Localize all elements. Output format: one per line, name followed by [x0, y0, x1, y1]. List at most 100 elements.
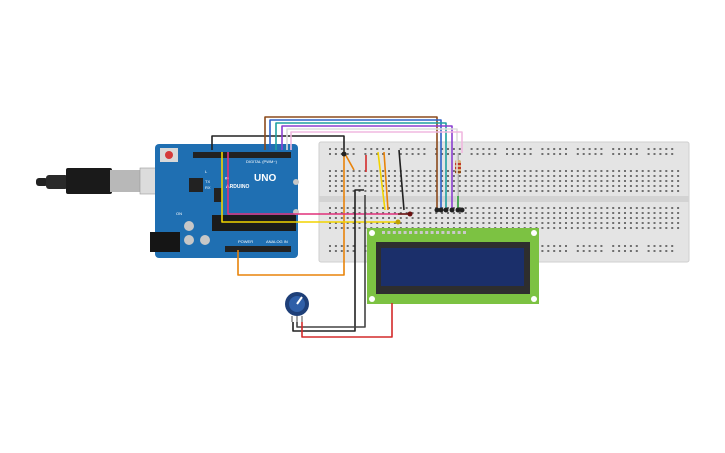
breadboard-hole[interactable] — [346, 148, 349, 150]
breadboard-hole[interactable] — [517, 222, 520, 224]
breadboard-hole[interactable] — [629, 245, 632, 247]
breadboard-hole[interactable] — [382, 148, 385, 150]
breadboard-hole[interactable] — [594, 153, 597, 155]
breadboard-hole[interactable] — [600, 170, 603, 172]
breadboard-hole[interactable] — [647, 217, 650, 219]
breadboard-hole[interactable] — [606, 190, 609, 192]
breadboard-hole[interactable] — [346, 245, 349, 247]
breadboard-hole[interactable] — [523, 175, 526, 177]
breadboard-hole[interactable] — [470, 207, 473, 209]
breadboard-hole[interactable] — [423, 185, 426, 187]
breadboard-hole[interactable] — [541, 227, 544, 229]
breadboard-hole[interactable] — [393, 180, 396, 182]
breadboard-hole[interactable] — [523, 207, 526, 209]
lcd-16x2-module[interactable] — [367, 228, 539, 304]
breadboard-hole[interactable] — [653, 175, 656, 177]
breadboard-hole[interactable] — [429, 222, 432, 224]
breadboard-hole[interactable] — [659, 153, 662, 155]
breadboard-hole[interactable] — [452, 185, 455, 187]
breadboard-hole[interactable] — [594, 245, 597, 247]
breadboard-hole[interactable] — [629, 180, 632, 182]
breadboard-hole[interactable] — [358, 185, 361, 187]
breadboard-hole[interactable] — [618, 190, 621, 192]
breadboard-hole[interactable] — [447, 153, 449, 155]
breadboard-hole[interactable] — [635, 212, 638, 214]
breadboard-hole[interactable] — [659, 185, 662, 187]
breadboard-hole[interactable] — [659, 222, 662, 224]
breadboard-hole[interactable] — [382, 153, 385, 155]
breadboard-hole[interactable] — [393, 222, 396, 224]
breadboard-hole[interactable] — [494, 190, 497, 192]
breadboard-hole[interactable] — [411, 185, 414, 187]
breadboard-hole[interactable] — [470, 222, 473, 224]
breadboard-hole[interactable] — [405, 222, 408, 224]
breadboard-hole[interactable] — [376, 212, 379, 214]
breadboard-hole[interactable] — [547, 185, 550, 187]
breadboard-hole[interactable] — [606, 170, 609, 172]
breadboard-hole[interactable] — [334, 148, 337, 150]
breadboard-hole[interactable] — [570, 207, 573, 209]
breadboard-hole[interactable] — [334, 190, 337, 192]
breadboard-hole[interactable] — [635, 245, 638, 247]
breadboard-hole[interactable] — [629, 148, 632, 150]
breadboard-hole[interactable] — [334, 170, 337, 172]
breadboard-hole[interactable] — [464, 180, 467, 182]
breadboard-hole[interactable] — [565, 170, 567, 172]
breadboard-hole[interactable] — [441, 175, 444, 177]
breadboard-hole[interactable] — [393, 212, 396, 214]
breadboard-hole[interactable] — [517, 190, 520, 192]
breadboard-hole[interactable] — [665, 245, 668, 247]
breadboard-hole[interactable] — [458, 148, 461, 150]
breadboard-hole[interactable] — [629, 175, 632, 177]
breadboard-hole[interactable] — [494, 148, 497, 150]
breadboard-hole[interactable] — [559, 170, 562, 172]
breadboard-hole[interactable] — [653, 222, 656, 224]
breadboard-hole[interactable] — [441, 217, 444, 219]
breadboard-hole[interactable] — [665, 185, 668, 187]
breadboard-hole[interactable] — [576, 190, 579, 192]
breadboard-hole[interactable] — [470, 148, 473, 150]
breadboard-hole[interactable] — [659, 207, 662, 209]
breadboard-hole[interactable] — [659, 180, 662, 182]
breadboard-hole[interactable] — [653, 217, 656, 219]
breadboard-hole[interactable] — [423, 212, 426, 214]
breadboard-hole[interactable] — [329, 250, 331, 252]
breadboard-hole[interactable] — [665, 175, 668, 177]
breadboard-hole[interactable] — [517, 180, 520, 182]
breadboard-hole[interactable] — [405, 170, 408, 172]
breadboard-hole[interactable] — [506, 212, 508, 214]
breadboard-hole[interactable] — [594, 190, 597, 192]
breadboard-hole[interactable] — [641, 212, 644, 214]
breadboard-hole[interactable] — [358, 212, 361, 214]
breadboard-hole[interactable] — [588, 185, 591, 187]
breadboard-hole[interactable] — [647, 148, 650, 150]
breadboard-hole[interactable] — [429, 180, 432, 182]
breadboard-hole[interactable] — [659, 250, 662, 252]
breadboard-hole[interactable] — [618, 245, 621, 247]
breadboard-hole[interactable] — [423, 175, 426, 177]
breadboard-hole[interactable] — [635, 148, 638, 150]
breadboard-hole[interactable] — [370, 175, 373, 177]
breadboard-hole[interactable] — [417, 148, 420, 150]
breadboard-hole[interactable] — [547, 153, 550, 155]
breadboard-hole[interactable] — [541, 222, 544, 224]
breadboard-hole[interactable] — [565, 190, 567, 192]
breadboard-hole[interactable] — [447, 185, 449, 187]
breadboard-hole[interactable] — [671, 217, 674, 219]
breadboard-hole[interactable] — [340, 185, 343, 187]
breadboard-hole[interactable] — [352, 148, 355, 150]
breadboard-hole[interactable] — [582, 250, 585, 252]
breadboard-hole[interactable] — [340, 227, 343, 229]
breadboard-hole[interactable] — [535, 180, 538, 182]
breadboard-hole[interactable] — [576, 153, 579, 155]
breadboard-hole[interactable] — [618, 153, 621, 155]
breadboard-hole[interactable] — [346, 250, 349, 252]
breadboard-hole[interactable] — [647, 222, 650, 224]
lcd-pin[interactable] — [382, 231, 385, 234]
breadboard-hole[interactable] — [624, 185, 626, 187]
breadboard-hole[interactable] — [411, 180, 414, 182]
breadboard-hole[interactable] — [582, 207, 585, 209]
breadboard-hole[interactable] — [671, 250, 674, 252]
breadboard-hole[interactable] — [488, 185, 491, 187]
breadboard-hole[interactable] — [488, 207, 491, 209]
